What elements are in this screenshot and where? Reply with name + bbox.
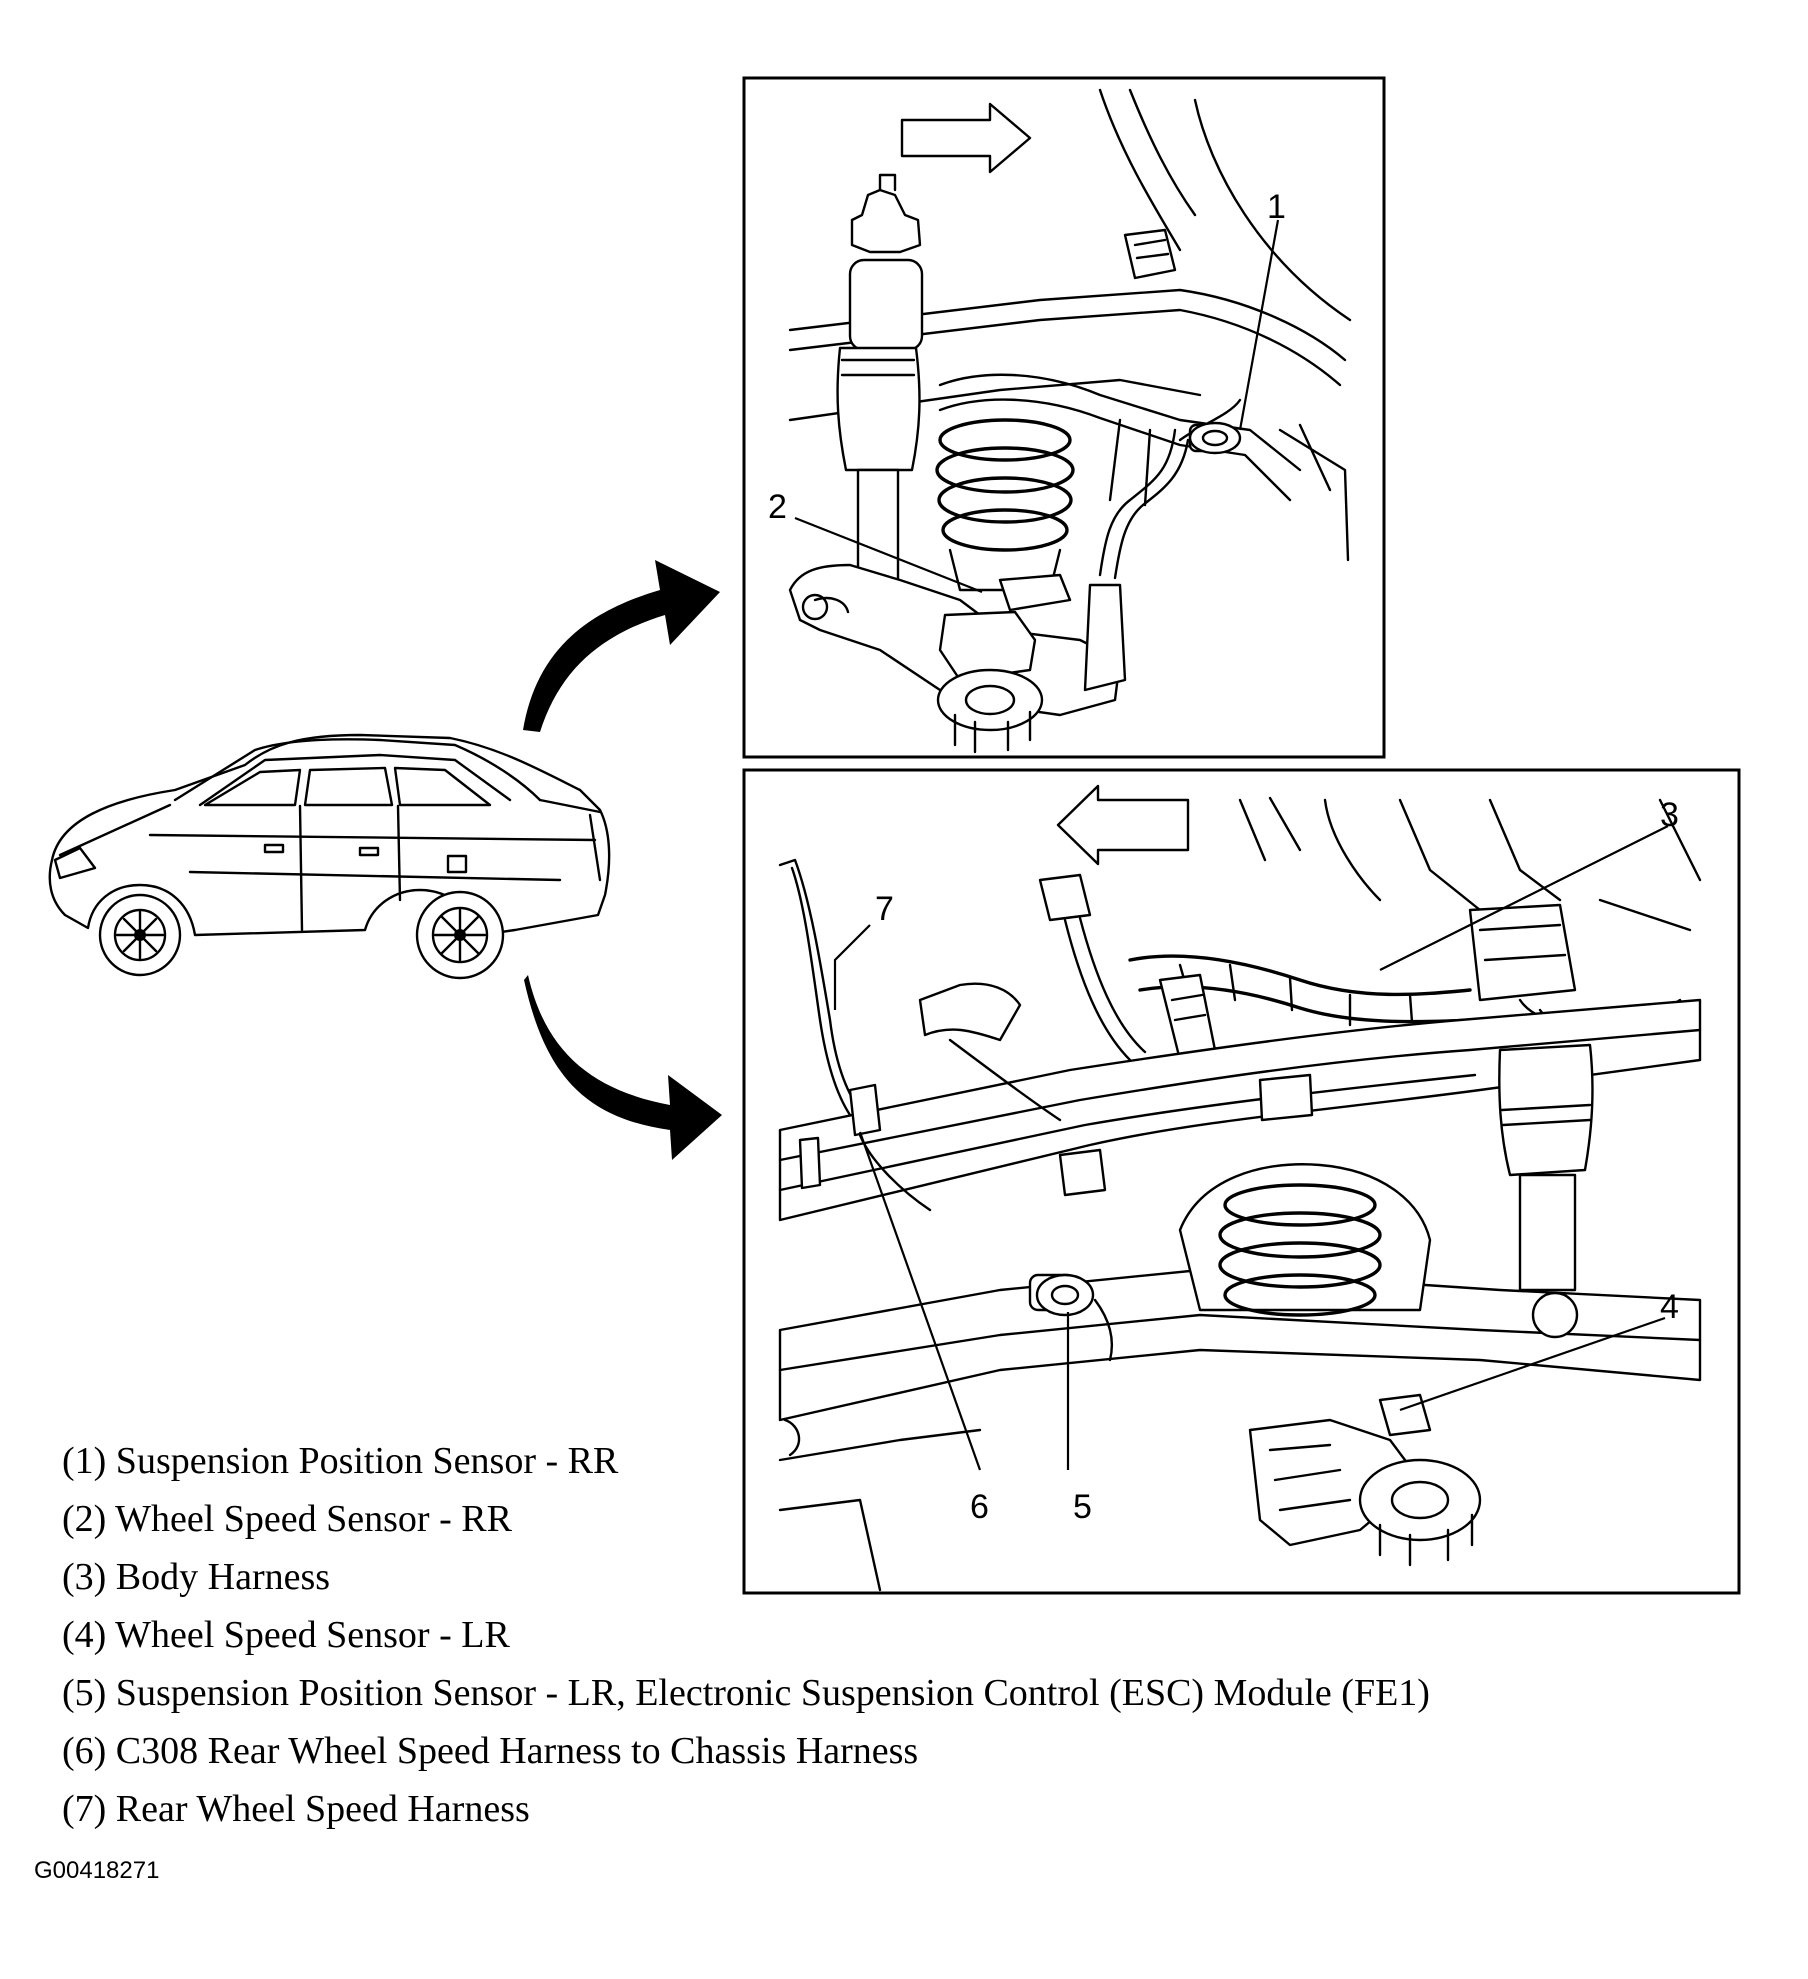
callout-2: 2 <box>768 488 787 526</box>
callout-6: 6 <box>970 1488 989 1526</box>
curved-pointer-arrow-icon <box>523 560 722 1160</box>
legend-item: (5) Suspension Position Sensor - LR, Ele… <box>62 1672 1430 1714</box>
callout-5: 5 <box>1073 1488 1092 1526</box>
legend-item: (1) Suspension Position Sensor - RR <box>62 1440 619 1482</box>
callout-3: 3 <box>1660 796 1679 834</box>
suspension-position-sensor-rr <box>1188 421 1242 455</box>
rear-suspension-upper-view: 1 2 <box>742 76 1386 759</box>
direction-arrow-right-icon <box>900 102 1032 174</box>
legend-item: (4) Wheel Speed Sensor - LR <box>62 1614 510 1656</box>
legend-item: (2) Wheel Speed Sensor - RR <box>62 1498 512 1540</box>
callout-7: 7 <box>875 890 894 928</box>
legend-item: (7) Rear Wheel Speed Harness <box>62 1788 530 1830</box>
figure-id: G00418271 <box>34 1857 160 1884</box>
parts-legend: (1) Suspension Position Sensor - RR (2) … <box>62 1432 1430 1838</box>
callout-4: 4 <box>1660 1288 1679 1326</box>
air-strut-left-rear <box>1498 1043 1594 1339</box>
coil-spring <box>935 418 1075 592</box>
vehicle-sedan-icon <box>48 733 611 980</box>
direction-arrow-left-icon <box>1056 784 1190 866</box>
suspension-position-sensor-lr <box>1028 1273 1114 1362</box>
callout-1: 1 <box>1267 188 1286 226</box>
legend-item: (3) Body Harness <box>62 1556 331 1598</box>
legend-item: (6) C308 Rear Wheel Speed Harness to Cha… <box>62 1730 919 1772</box>
rear-suspension-lower-view: 3 4 5 6 7 <box>742 768 1741 1595</box>
